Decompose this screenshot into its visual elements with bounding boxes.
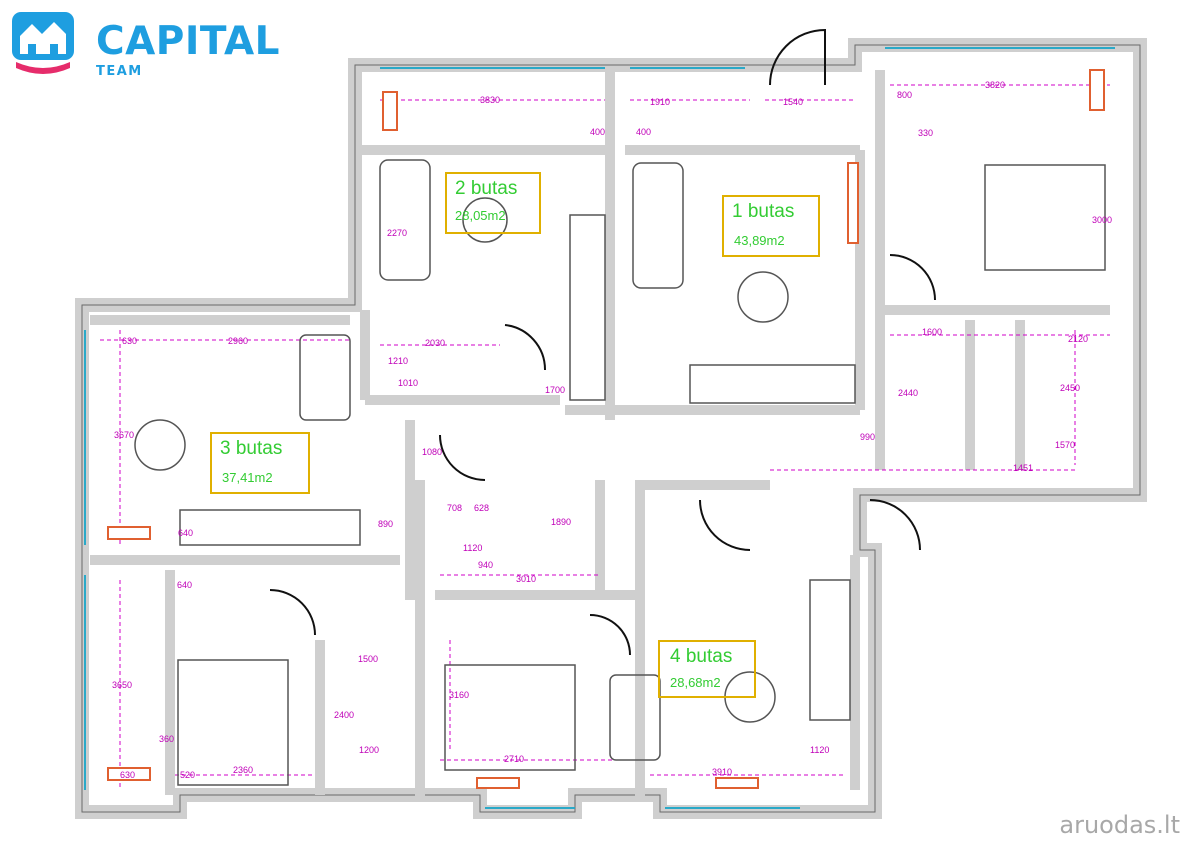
dimension-label: 1600	[922, 327, 943, 337]
dimension-label: 2710	[504, 754, 525, 764]
brand-logo: CAPITAL TEAM	[12, 12, 282, 79]
apartment-label-1: 1 butas 43,89m2	[722, 195, 820, 257]
walls	[75, 38, 1147, 819]
doors	[269, 28, 936, 656]
apartment-name: 1 butas	[732, 201, 795, 222]
dimension-label: 3820	[985, 80, 1006, 90]
watermark: aruodas.lt	[1059, 811, 1180, 839]
brand-subtitle: TEAM	[96, 64, 143, 79]
dimension-label: 1080	[422, 447, 443, 457]
dimension-label: 1700	[545, 385, 566, 395]
dimension-label: 2360	[233, 765, 254, 775]
dimension-label: 640	[177, 580, 193, 590]
dimension-label: 2450	[1060, 383, 1081, 393]
dimension-label: 1010	[398, 378, 419, 388]
dimension-label: 3670	[114, 430, 135, 440]
radiators	[107, 69, 1105, 789]
dimension-label: 2120	[1068, 334, 1089, 344]
dimension-label: 890	[378, 519, 394, 529]
dimension-label: 1210	[388, 356, 409, 366]
dimension-label: 990	[860, 432, 876, 442]
dimension-label: 2440	[898, 388, 919, 398]
dimension-label: 640	[178, 528, 194, 538]
dimension-label: 3000	[1092, 215, 1113, 225]
dimension-label: 3910	[712, 767, 733, 777]
dimension-label: 630	[120, 770, 136, 780]
dimension-label: 1570	[1055, 440, 1076, 450]
dimension-label: 3830	[480, 95, 501, 105]
apartment-name: 2 butas	[455, 178, 518, 199]
dimension-label: 520	[180, 770, 196, 780]
dimension-label: 1120	[810, 745, 830, 755]
dimension-label: 630	[122, 336, 138, 346]
dimension-label: 1890	[551, 517, 572, 527]
dimension-label: 2270	[387, 228, 408, 238]
dimension-label: 2960	[228, 336, 249, 346]
dimension-label: 3160	[449, 690, 470, 700]
dimension-label: 1910	[650, 97, 671, 107]
dimension-lines	[100, 84, 1110, 790]
apartment-name: 4 butas	[670, 646, 733, 667]
dimension-label: 2030	[425, 338, 446, 348]
apartment-area: 28,05m2	[455, 208, 506, 223]
dimension-label: 2400	[334, 710, 355, 720]
dimension-label: 1200	[359, 745, 380, 755]
dimension-label: 400	[590, 127, 606, 137]
apartment-label-3: 3 butas 37,41m2	[210, 432, 310, 494]
apartment-label-4: 4 butas 28,68m2	[658, 640, 756, 698]
dimension-label: 330	[918, 128, 934, 138]
dimension-label: 1120	[463, 543, 483, 553]
dimension-label: 1451	[1013, 463, 1034, 473]
apartment-area: 28,68m2	[670, 675, 721, 690]
apartment-area: 37,41m2	[222, 470, 273, 485]
dimension-label: 400	[636, 127, 652, 137]
apartment-label-2: 2 butas 28,05m2	[445, 172, 541, 234]
dimension-label: 3650	[112, 680, 133, 690]
dimension-label: 800	[897, 90, 913, 100]
apartment-name: 3 butas	[220, 438, 283, 459]
dimension-label: 628	[474, 503, 490, 513]
dimension-label: 1500	[358, 654, 379, 664]
dimension-label: 360	[159, 734, 175, 744]
dimension-label: 708	[447, 503, 463, 513]
apartment-area: 43,89m2	[734, 233, 785, 248]
dimension-label: 940	[478, 560, 494, 570]
furniture	[134, 159, 1106, 786]
brand-name: CAPITAL	[96, 19, 281, 64]
house-icon	[12, 12, 74, 74]
dimension-label: 3010	[516, 574, 537, 584]
dimension-label: 1540	[783, 97, 804, 107]
